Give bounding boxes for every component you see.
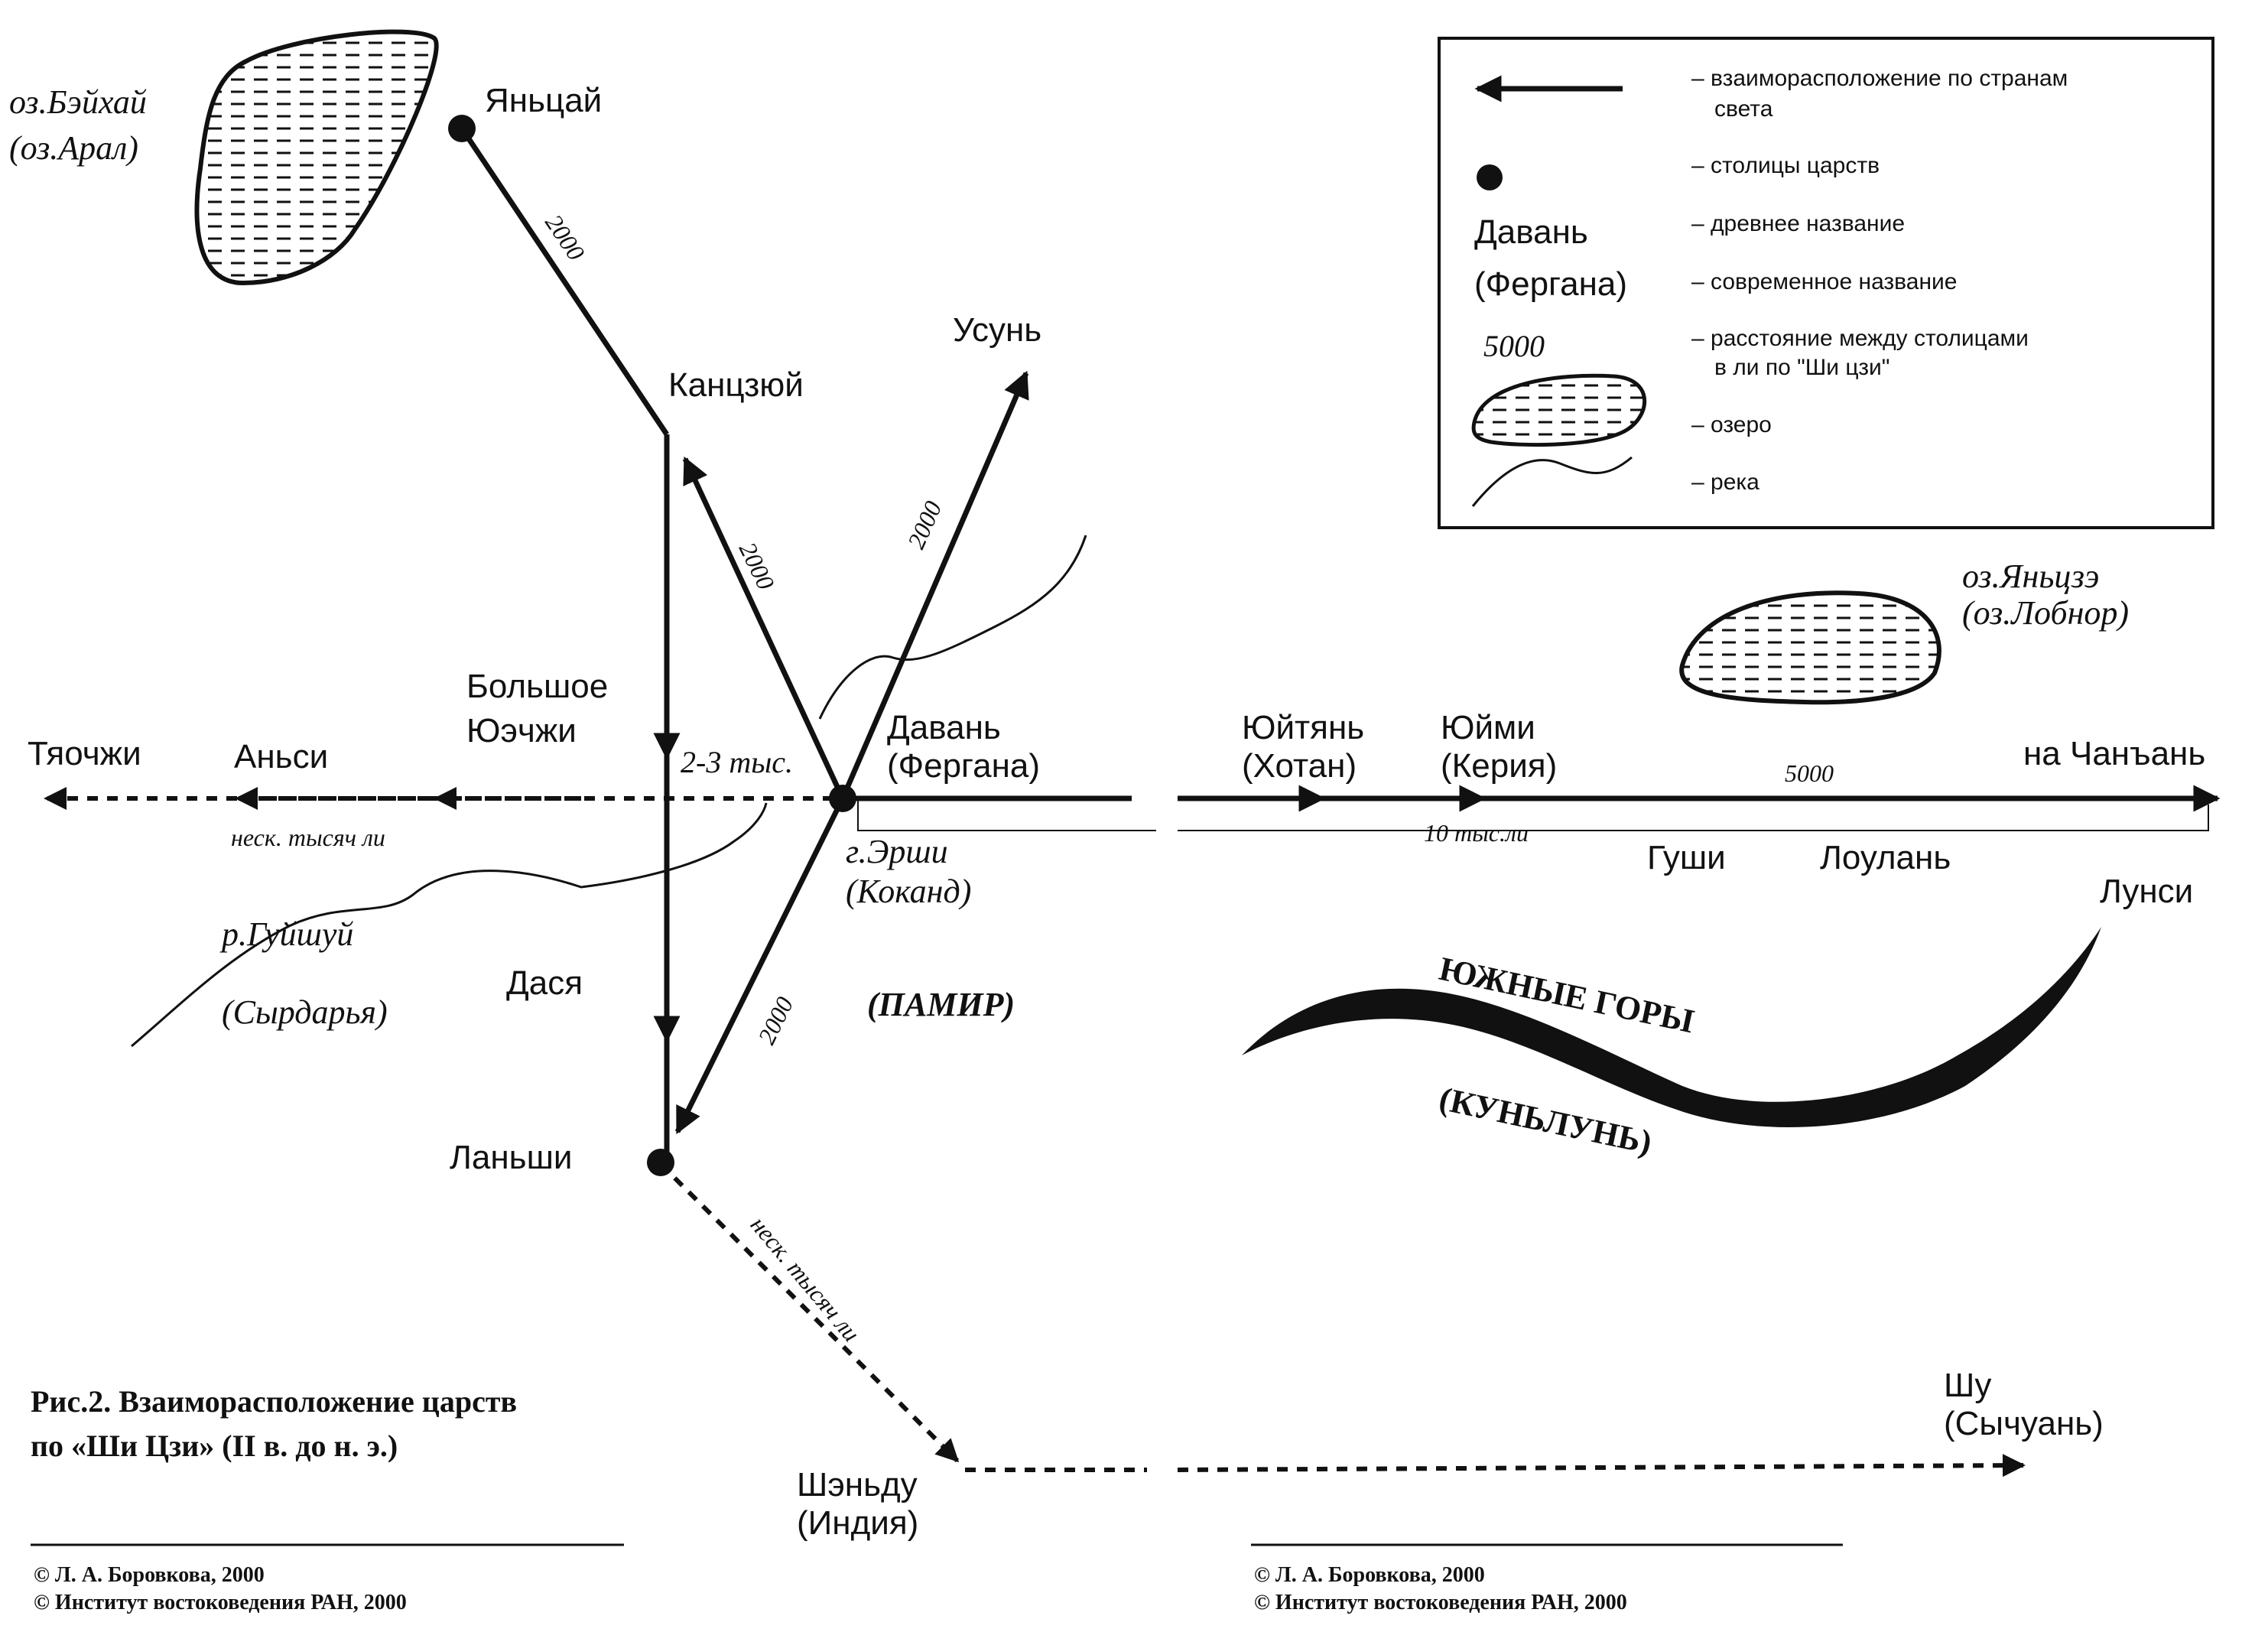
distance-davan-changan: 10 тыс.ли bbox=[1424, 819, 1529, 847]
south-mountains-modern: (КУНЬЛУНЬ) bbox=[1436, 1080, 1656, 1162]
legend-river-icon bbox=[1471, 456, 1633, 507]
route-yancai-kangju bbox=[460, 127, 669, 436]
figure-caption-line-1: Рис.2. Взаиморасположение царств bbox=[31, 1384, 517, 1419]
place-guishi: г.Эрши bbox=[846, 833, 948, 870]
legend-modern-example: (Фергана) bbox=[1474, 265, 1627, 303]
place-big-yuezhi-2: Юэчжи bbox=[466, 712, 577, 749]
place-shendu-modern: (Индия) bbox=[797, 1504, 918, 1542]
lake-yanze-modern: (оз.Лобнор) bbox=[1962, 594, 2129, 632]
legend-distance-label: – расстояние между столицами bbox=[1691, 326, 2029, 351]
legend: – взаиморасположение по странам света – … bbox=[1438, 37, 2214, 529]
legend-box bbox=[1438, 37, 2214, 529]
route-davan-usun bbox=[840, 370, 1029, 800]
place-lunsi: Лунси bbox=[2100, 873, 2193, 910]
route-lanshi-shendu bbox=[658, 1162, 960, 1463]
legend-modern-label: – современное название bbox=[1691, 269, 1957, 294]
place-kangju: Канцзюй bbox=[668, 366, 804, 404]
place-yancai: Яньцай bbox=[485, 82, 602, 119]
distance-ansi-davan: неск. тысяч ли bbox=[231, 824, 385, 851]
place-yumi-modern: (Керия) bbox=[1441, 747, 1557, 785]
place-loulan: Лоулань bbox=[1820, 839, 1951, 876]
place-shu-modern: (Сычуань) bbox=[1944, 1405, 2104, 1442]
lake-beihai-modern: (оз.Арал) bbox=[9, 129, 138, 167]
place-yutian-modern: (Хотан) bbox=[1242, 747, 1357, 785]
capital-davan-dot-icon bbox=[829, 785, 856, 812]
place-changan: на Чанъань bbox=[2023, 735, 2205, 772]
place-lanshi: Ланьши bbox=[450, 1139, 572, 1176]
legend-distance-example: 5000 bbox=[1483, 329, 1545, 363]
place-daxia: Дася bbox=[506, 964, 583, 1002]
place-davan: Давань bbox=[887, 709, 1001, 746]
place-usun: Усунь bbox=[953, 311, 1041, 349]
place-yumi: Юйми bbox=[1441, 709, 1535, 746]
copyright-right-1: © Л. А. Боровкова, 2000 bbox=[1254, 1563, 1485, 1587]
lake-yanze-name: оз.Яньцзэ bbox=[1962, 558, 2099, 595]
capital-lanshi-dot-icon bbox=[647, 1149, 674, 1176]
legend-capital-dot-icon bbox=[1477, 164, 1503, 190]
distance-yumi-changan: 5000 bbox=[1785, 759, 1834, 787]
place-shendu: Шэньду bbox=[797, 1466, 918, 1504]
place-tiaozhi: Тяочжи bbox=[28, 735, 141, 772]
south-mountains-ridge bbox=[1242, 927, 2101, 1127]
river-guishui-name: р.Гуйшуй bbox=[219, 915, 353, 953]
river-upper bbox=[818, 535, 1087, 720]
place-gushi: Гуши bbox=[1647, 839, 1726, 876]
lake-yanze bbox=[1679, 590, 1941, 705]
legend-lake-icon bbox=[1471, 373, 1647, 447]
distance-davan-lanshi: 2000 bbox=[752, 993, 798, 1048]
legend-river-label: – река bbox=[1691, 470, 1759, 495]
place-pamir: (ПАМИР) bbox=[867, 986, 1015, 1023]
legend-ancient-label: – древнее название bbox=[1691, 211, 1905, 236]
copyright-right-2: © Институт востоковедения РАН, 2000 bbox=[1254, 1591, 1627, 1614]
place-big-yuezhi-1: Большое bbox=[466, 668, 608, 705]
distance-davan-usun: 2000 bbox=[902, 497, 947, 553]
distance-bracket-east bbox=[1178, 805, 2209, 831]
route-davan-kangju bbox=[682, 456, 846, 800]
distance-daxia-davan: 2-3 тыс. bbox=[681, 745, 793, 779]
river-guishui-modern: (Сырдарья) bbox=[222, 993, 388, 1031]
place-shu: Шу bbox=[1944, 1367, 1991, 1404]
place-guishi-modern: (Коканд) bbox=[846, 873, 971, 910]
legend-ancient-example: Давань bbox=[1474, 213, 1588, 251]
place-ansi: Аньси bbox=[234, 738, 328, 775]
legend-capital-label: – столицы царств bbox=[1691, 153, 1880, 178]
distance-bracket-west bbox=[857, 798, 1156, 831]
place-yutian: Юйтянь bbox=[1242, 709, 1364, 746]
figure-caption-line-2: по «Ши Цзи» (II в. до н. э.) bbox=[31, 1429, 398, 1463]
legend-direction-label-2: света bbox=[1714, 96, 1773, 122]
route-davan-lanshi bbox=[674, 797, 846, 1135]
lake-beihai-name: оз.Бэйхай bbox=[9, 83, 147, 121]
legend-direction-label: – взаиморасположение по странам bbox=[1691, 66, 2068, 91]
distance-davan-kangju: 2000 bbox=[734, 538, 780, 593]
place-davan-modern: (Фергана) bbox=[887, 747, 1040, 785]
capital-yancai-dot-icon bbox=[448, 115, 476, 142]
copyright-left-2: © Институт востоковедения РАН, 2000 bbox=[34, 1591, 407, 1614]
lake-beihai bbox=[194, 29, 439, 286]
legend-lake-label: – озеро bbox=[1691, 412, 1772, 437]
river-guishui bbox=[131, 802, 768, 1048]
distance-lanshi-shendu: неск. тысяч ли bbox=[746, 1211, 866, 1347]
copyright-left-1: © Л. А. Боровкова, 2000 bbox=[34, 1563, 265, 1587]
route-shu-arrow bbox=[1177, 1454, 2026, 1478]
legend-distance-label-2: в ли по "Ши цзи" bbox=[1714, 355, 1889, 380]
